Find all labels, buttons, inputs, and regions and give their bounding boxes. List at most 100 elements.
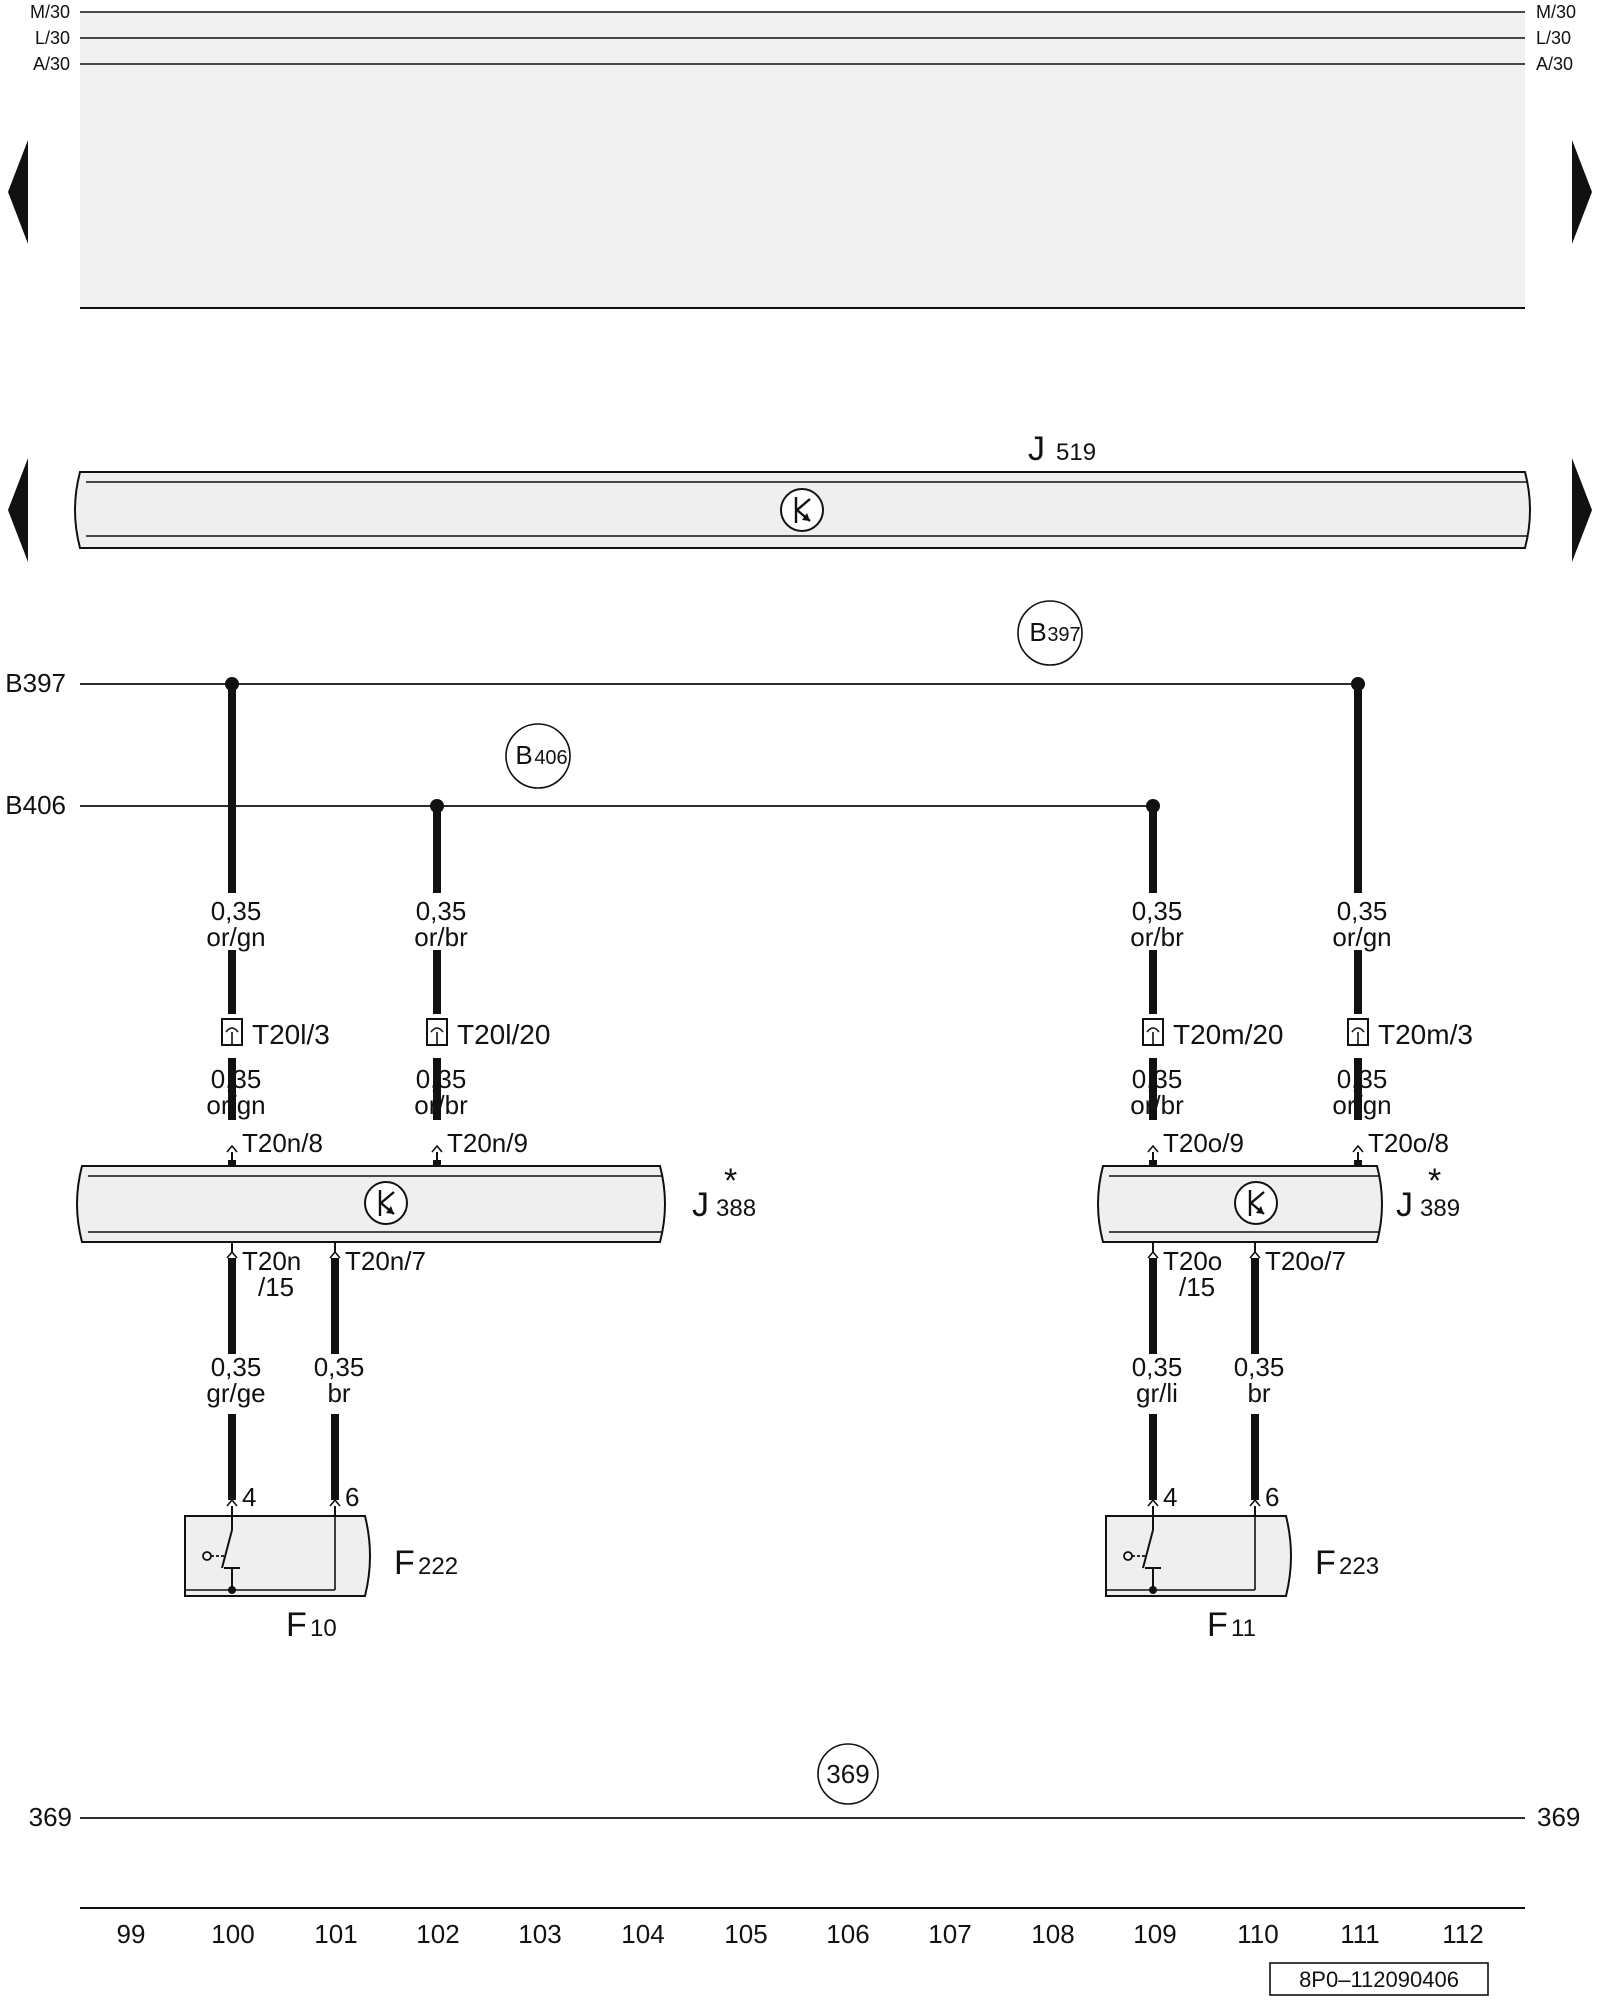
ground-circle-label: 369 xyxy=(826,1759,869,1789)
column-number: 108 xyxy=(1031,1919,1074,1949)
previous-page-arrow-icon[interactable] xyxy=(8,458,28,562)
upper-wires xyxy=(228,684,1362,1166)
wire-size-label: 0,35 xyxy=(1234,1352,1285,1382)
wire-color-label: or/br xyxy=(414,922,468,952)
connector-label: T20o/9 xyxy=(1163,1128,1244,1158)
wire-color-label: or/gn xyxy=(1332,1090,1391,1120)
switch-contact-icon xyxy=(1105,1516,1256,1594)
connector-icon xyxy=(1142,1018,1164,1046)
connector-label: /15 xyxy=(258,1272,294,1302)
rail-m30-left-label: M/30 xyxy=(30,2,70,22)
switch-f11-number: 11 xyxy=(1231,1615,1256,1642)
previous-page-arrow-icon[interactable] xyxy=(8,140,28,244)
rail-a30-right-label: A/30 xyxy=(1536,54,1573,74)
switch-f222-number: 222 xyxy=(418,1553,458,1580)
column-number: 105 xyxy=(724,1919,767,1949)
reference-code-text: 8P0–112090406 xyxy=(1299,1967,1459,1992)
connector-label: T20l/3 xyxy=(252,1019,330,1050)
next-page-arrow-icon[interactable] xyxy=(1572,140,1592,244)
column-number: 107 xyxy=(928,1919,971,1949)
switch-f222: F 222 F 10 xyxy=(184,1515,458,1644)
switch-f11-letter: F xyxy=(1207,1606,1228,1644)
wire-size-label: 0,35 xyxy=(416,896,467,926)
rail-area-background xyxy=(80,12,1525,308)
ground-left-label: 369 xyxy=(29,1802,72,1832)
bus-b397-circle-number: 397 xyxy=(1047,624,1080,646)
wire-color-label: or/br xyxy=(1130,922,1184,952)
wire-size-label: 0,35 xyxy=(416,1064,467,1094)
column-number: 110 xyxy=(1237,1919,1278,1949)
rail-l30-left-label: L/30 xyxy=(35,28,70,48)
connector-label: /15 xyxy=(1179,1272,1215,1302)
lower-wires: 0,35 gr/ge 0,35 br 0,35 gr/li 0,35 br xyxy=(206,1258,1284,1500)
reference-code-box xyxy=(1269,1962,1489,1996)
supply-rails: M/30 L/30 A/30 M/30 L/30 A/30 xyxy=(30,2,1576,309)
wire-size-label: 0,35 xyxy=(211,896,262,926)
wire-size-label: 0,35 xyxy=(1132,1352,1183,1382)
module-output-pins: T20n /15 T20n/7 T20o /15 T20o/7 xyxy=(226,1242,1346,1302)
rail-a30-left-label: A/30 xyxy=(33,54,70,74)
connector-label: T20m/20 xyxy=(1173,1019,1284,1050)
reference-code: 8P0–112090406 xyxy=(1269,1962,1489,1996)
switch-f223-number: 223 xyxy=(1339,1553,1379,1580)
control-unit-icon xyxy=(780,488,824,532)
column-number: 103 xyxy=(518,1919,561,1949)
column-number: 100 xyxy=(211,1919,254,1949)
module-j519-letter: J xyxy=(1028,430,1045,468)
bus-b397-circle-letter: B xyxy=(1029,617,1046,647)
module-j388-star: * xyxy=(724,1162,737,1200)
bus-b406-reference-circle xyxy=(505,723,571,789)
wire-size-label: 0,35 xyxy=(211,1064,262,1094)
switch-f10-letter: F xyxy=(286,1606,307,1644)
module-j388: J * 388 xyxy=(76,1162,756,1243)
wire-size-label: 0,35 xyxy=(211,1352,262,1382)
wire-color-label: br xyxy=(327,1378,350,1408)
connector-label: T20m/3 xyxy=(1378,1019,1473,1050)
connector-label: T20n xyxy=(242,1246,301,1276)
bus-b406-circle-number: 406 xyxy=(534,747,567,769)
connector-icon xyxy=(1347,1018,1369,1046)
wire-size-label: 0,35 xyxy=(1337,1064,1388,1094)
wire-color-label: or/br xyxy=(414,1090,468,1120)
connector-icon xyxy=(426,1018,448,1046)
bus-b406-left-label: B406 xyxy=(5,790,66,820)
column-number: 99 xyxy=(117,1919,146,1949)
wire-size-label: 0,35 xyxy=(1132,896,1183,926)
connector-label: T20n/8 xyxy=(242,1128,323,1158)
module-j389-letter: J xyxy=(1396,1186,1413,1224)
column-scale: 99 100 101 102 103 104 105 106 107 108 1… xyxy=(80,1907,1525,1949)
ground-reference-circle xyxy=(817,1743,879,1805)
ground-right-label: 369 xyxy=(1537,1802,1580,1832)
connector-label: T20o xyxy=(1163,1246,1222,1276)
wire-size-label: 0,35 xyxy=(1132,1064,1183,1094)
connector-label: T20n/7 xyxy=(345,1246,426,1276)
column-number: 106 xyxy=(826,1919,869,1949)
inline-connectors: T20l/3 T20l/20 T20m/20 T20m/3 xyxy=(221,1018,1473,1050)
column-number: 112 xyxy=(1442,1919,1483,1949)
wire-color-label: gr/ge xyxy=(206,1378,265,1408)
module-j389-number: 389 xyxy=(1420,1195,1460,1222)
column-number: 109 xyxy=(1133,1919,1176,1949)
wire-color-label: or/gn xyxy=(1332,922,1391,952)
wire-color-label: or/gn xyxy=(206,922,265,952)
bus-b397-reference-circle xyxy=(1017,600,1083,666)
switch-contact-icon xyxy=(184,1516,336,1594)
module-j389: J * 389 xyxy=(1097,1162,1460,1243)
connector-icon xyxy=(221,1018,243,1046)
connector-label: T20o/7 xyxy=(1265,1246,1346,1276)
wire-size-label: 0,35 xyxy=(1337,896,1388,926)
upper-wire-labels: 0,35 or/gn 0,35 or/br 0,35 or/br 0,35 or… xyxy=(206,896,1391,1120)
module-j388-letter: J xyxy=(692,1186,709,1224)
rail-m30-right-label: M/30 xyxy=(1536,2,1576,22)
bus-b397-left-label: B397 xyxy=(5,668,66,698)
ground-line-369: 369 369 369 xyxy=(29,1743,1580,1832)
wire-color-label: or/gn xyxy=(206,1090,265,1120)
column-number: 104 xyxy=(621,1919,664,1949)
wire-size-label: 0,35 xyxy=(314,1352,365,1382)
module-input-pins: T20n/8 T20n/9 T20o/9 T20o/8 xyxy=(226,1128,1449,1170)
next-page-arrow-icon[interactable] xyxy=(1572,458,1592,562)
module-j388-number: 388 xyxy=(716,1195,756,1222)
bus-b406-circle-letter: B xyxy=(515,740,532,770)
column-number: 102 xyxy=(416,1919,459,1949)
